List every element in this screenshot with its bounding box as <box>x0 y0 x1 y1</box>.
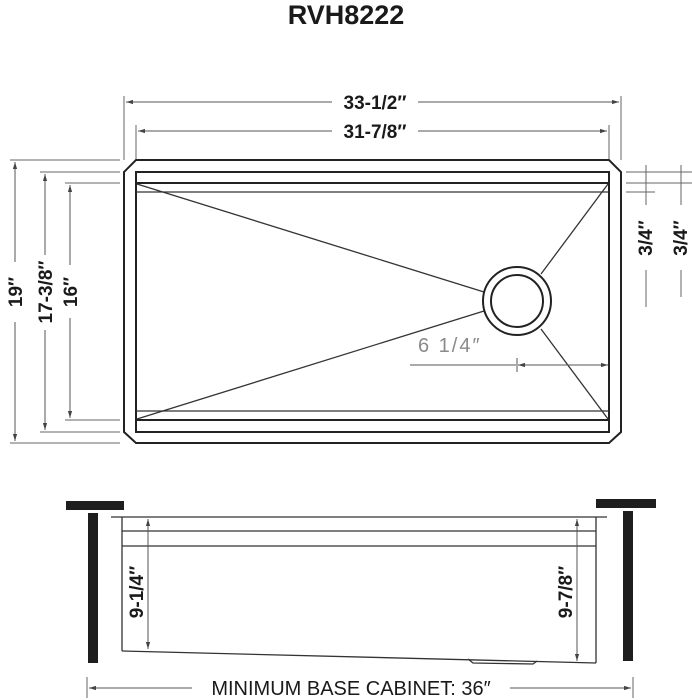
drain-outlet-icon <box>467 658 538 665</box>
rim-depth-label: 17-3/8″ <box>36 261 57 324</box>
overall-width-label: 33-1/2″ <box>344 93 407 114</box>
overall-depth-label: 19″ <box>6 277 27 307</box>
rear-depth-label: 9-7/8″ <box>556 566 577 618</box>
slope-line <box>540 328 609 420</box>
front-depth-label: 9-1/4″ <box>127 566 148 618</box>
slope-line <box>136 310 485 420</box>
drain-outer-icon <box>482 266 552 336</box>
inner-width-label: 31-7/8″ <box>344 122 407 143</box>
bowl-depth-label: 16″ <box>61 277 82 307</box>
min-cabinet-label: MINIMUM BASE CABINET: 36″ <box>211 678 490 700</box>
drain-inner-icon <box>490 274 544 328</box>
countertop-left <box>66 501 124 510</box>
slope-line <box>136 183 485 293</box>
drain-offset-label: 6 1/4″ <box>418 335 482 357</box>
top-view: 33-1/2″ 31-7/8″ 6 1/4″ <box>6 93 692 444</box>
sink-bottom <box>121 650 597 664</box>
ledge-width-label-2: 3/4″ <box>671 220 692 256</box>
model-title: RVH8222 <box>288 0 405 30</box>
cabinet-wall-left <box>88 513 98 663</box>
countertop-right <box>596 499 656 508</box>
ledge-width-label-1: 3/4″ <box>636 220 657 256</box>
slope-line <box>540 183 609 275</box>
sink-rim <box>135 171 610 433</box>
sink-flange-outline <box>123 159 622 444</box>
side-view: 9-1/4″ 9-7/8″ MINIMUM BASE CABINET: 36″ <box>66 499 656 700</box>
cabinet-wall-right <box>623 511 633 661</box>
